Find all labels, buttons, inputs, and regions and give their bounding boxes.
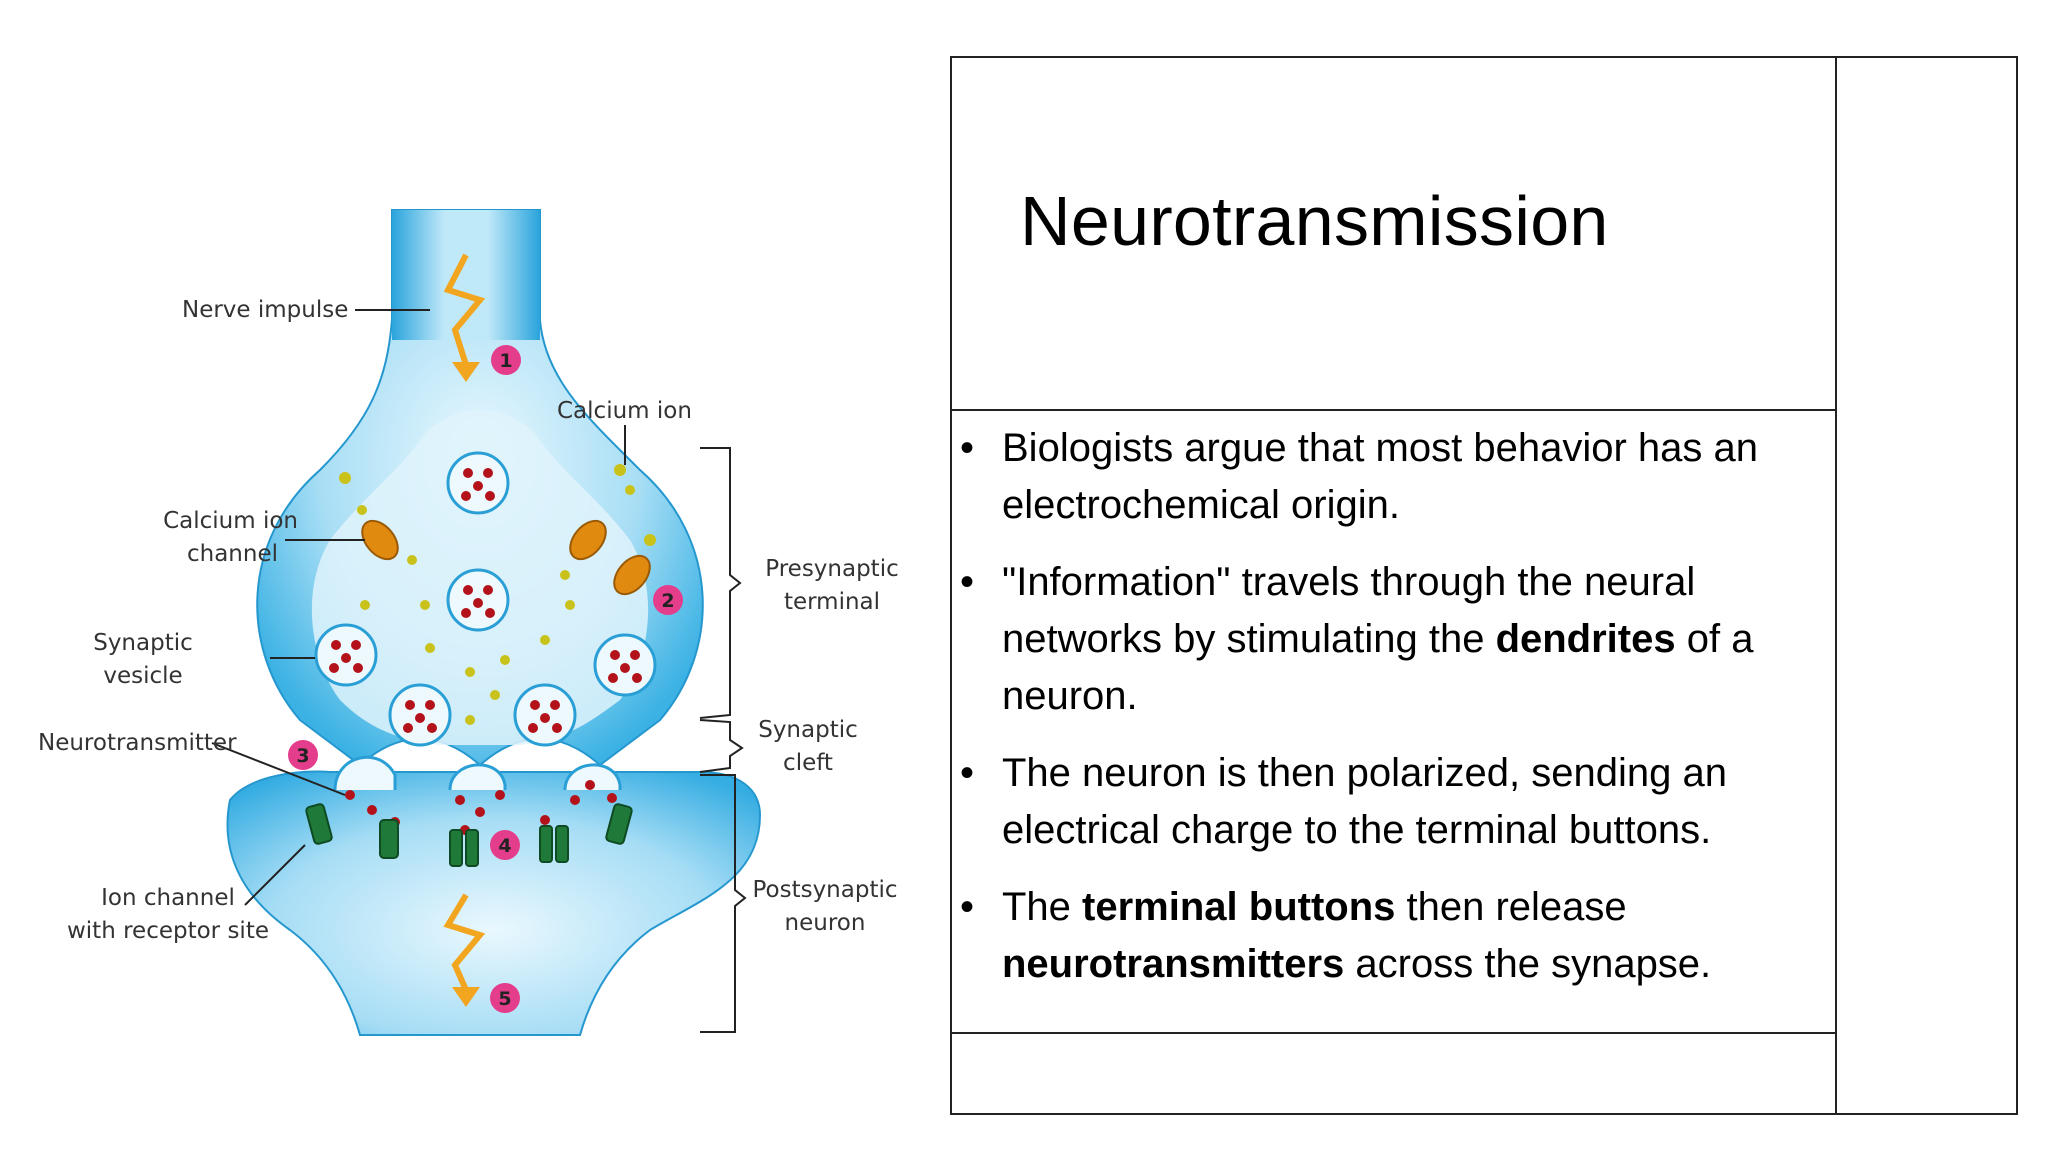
frame-bottom <box>950 1113 2018 1115</box>
label-nerve-impulse: Nerve impulse <box>182 297 348 323</box>
label-postsynaptic-line1: Postsynaptic <box>752 877 897 903</box>
title-divider <box>950 409 1837 411</box>
frame-top <box>950 56 2018 58</box>
bullet-emphasis: terminal buttons <box>1082 885 1396 929</box>
bullet-dot: • <box>960 885 975 929</box>
bullet-text: "Information" travels through the neural… <box>1002 560 1696 661</box>
bullet-text: The <box>1002 885 1083 929</box>
calcium-ions <box>339 464 656 725</box>
synapse-diagram: 1 2 3 4 5 Nerve impulse Calcium ion Calc… <box>38 209 899 1036</box>
label-neurotransmitter: Neurotransmitter <box>38 730 237 756</box>
frame-right <box>2016 56 2018 1115</box>
bullet-emphasis: neurotransmitters <box>1002 942 1345 986</box>
label-calcium-channel-line2: channel <box>187 541 278 567</box>
vesicle-neurotransmitters <box>329 468 642 733</box>
cleft-neurotransmitters <box>345 780 617 835</box>
step-3-label: 3 <box>296 745 309 767</box>
step-1-label: 1 <box>499 350 512 372</box>
label-ion-channel-line2: with receptor site <box>67 918 269 944</box>
leader-lines <box>211 309 626 906</box>
bullet-item: • Biologists argue that most behavior has… <box>960 420 1820 534</box>
bullet-text: of a neuron. <box>1002 617 1754 718</box>
brackets <box>699 447 747 1033</box>
label-postsynaptic-line2: neuron <box>785 910 866 936</box>
frame-inner-vertical <box>1835 56 1837 1115</box>
bullet-list: • Biologists argue that most behavior has… <box>960 420 1820 1013</box>
bullet-item: • The neuron is then polarized, sending a… <box>960 745 1820 859</box>
step-2-label: 2 <box>661 590 674 612</box>
step-badges: 1 2 3 4 5 <box>288 345 683 1013</box>
label-presynaptic-line2: terminal <box>784 589 880 615</box>
bullet-item: • "Information" travels through the neura… <box>960 554 1820 725</box>
release-pockets <box>333 755 622 791</box>
bullet-dot: • <box>960 560 975 604</box>
impulse-arrowhead-top <box>452 362 480 382</box>
bullet-dot: • <box>960 751 975 795</box>
bullet-text: across the synapse. <box>1344 942 1712 986</box>
label-presynaptic-line1: Presynaptic <box>765 556 899 582</box>
bullet-dot: • <box>960 426 975 470</box>
label-cleft-line1: Synaptic <box>758 717 858 743</box>
label-calcium-channel-line1: Calcium ion <box>163 508 298 534</box>
bullet-text: then release <box>1395 885 1627 929</box>
label-synaptic-vesicle-line2: vesicle <box>103 663 182 689</box>
content-bottom-divider <box>950 1032 1837 1034</box>
frame-left <box>950 56 952 1115</box>
label-calcium-ion: Calcium ion <box>557 398 692 424</box>
label-cleft-line2: cleft <box>783 750 833 776</box>
bullet-item: • The terminal buttons then release neuro… <box>960 879 1820 993</box>
calcium-channels <box>361 519 651 596</box>
slide-title: Neurotransmission <box>1020 182 1609 260</box>
label-synaptic-vesicle-line1: Synaptic <box>93 630 193 656</box>
label-ion-channel-line1: Ion channel <box>101 885 235 911</box>
ion-channel-receptors <box>305 803 633 867</box>
bullet-text: Biologists argue that most behavior has … <box>1002 426 1758 527</box>
bullet-emphasis: dendrites <box>1495 617 1676 661</box>
step-5-label: 5 <box>498 988 511 1010</box>
nerve-impulse-arrow-bottom <box>443 893 486 992</box>
impulse-arrowhead-bottom <box>452 987 480 1007</box>
nerve-impulse-arrow-top <box>443 253 486 366</box>
bullet-text: The neuron is then polarized, sending an… <box>1002 751 1727 852</box>
step-4-label: 4 <box>498 835 511 857</box>
